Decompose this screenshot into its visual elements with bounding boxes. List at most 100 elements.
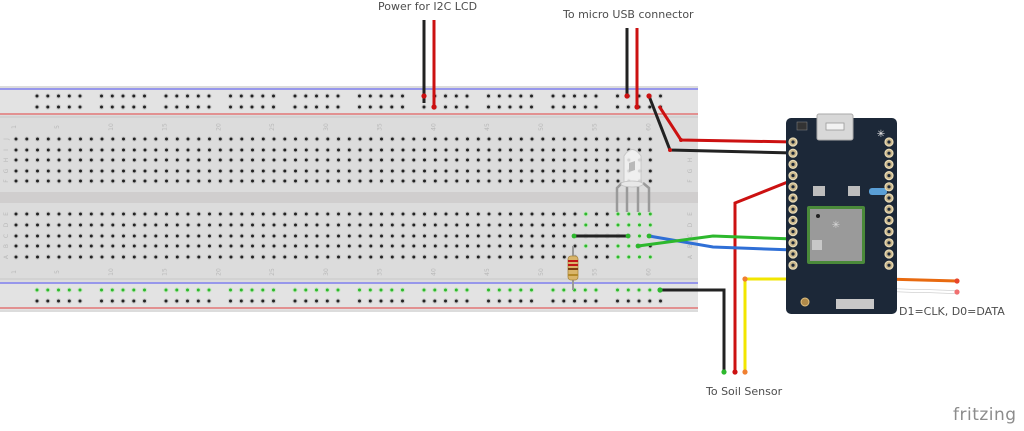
hole-center	[562, 299, 566, 303]
hole-center	[530, 94, 533, 98]
hole-center	[369, 223, 373, 227]
hole-center	[530, 234, 534, 238]
hole-center	[78, 299, 82, 303]
hole-center	[337, 234, 340, 238]
column-number: 60	[645, 268, 652, 276]
led-leg	[642, 182, 651, 212]
hole-center	[14, 158, 18, 162]
photon-board[interactable]: ✳ ✳	[786, 113, 897, 314]
hole-center	[315, 288, 318, 292]
hole-center	[390, 105, 394, 109]
hole-center	[111, 148, 115, 152]
hole-center	[78, 288, 82, 292]
row-letter: G	[3, 168, 10, 173]
hole-center	[433, 148, 437, 152]
hole-center	[122, 137, 125, 141]
hole-center	[111, 244, 115, 248]
hole-center	[208, 255, 211, 259]
hole-center	[368, 105, 372, 109]
hole-center	[132, 179, 136, 183]
hole-center	[143, 169, 147, 173]
row-letter: F	[3, 179, 10, 183]
hole-center	[218, 179, 222, 183]
hole-center	[294, 255, 297, 259]
column-number: 20	[215, 268, 222, 276]
hole-center	[218, 158, 222, 162]
hole-center	[100, 169, 104, 173]
hole-center	[573, 212, 577, 216]
hole-center	[111, 137, 115, 141]
hole-center	[616, 244, 620, 248]
hole-center	[121, 105, 125, 109]
hole-center	[68, 255, 72, 259]
hole-center	[165, 255, 168, 259]
hole-center	[283, 234, 287, 238]
hole-center	[111, 234, 115, 238]
center-channel	[0, 192, 698, 203]
hole-center	[132, 212, 136, 216]
hole-center	[121, 299, 125, 303]
hole-center	[584, 223, 588, 227]
wire-end	[954, 289, 960, 295]
hole-center	[294, 212, 297, 216]
hole-center	[57, 148, 61, 152]
hole-center	[422, 105, 426, 109]
hole-center	[369, 148, 373, 152]
hole-center	[186, 234, 190, 238]
hole-center	[638, 212, 641, 216]
wire-soil-gnd[interactable]	[660, 288, 726, 372]
hole-center	[401, 212, 405, 216]
wire-end	[954, 278, 960, 284]
hole-center	[67, 94, 71, 98]
hole-center	[294, 158, 297, 162]
hole-center	[218, 234, 222, 238]
hole-center	[358, 223, 362, 227]
hole-center	[530, 169, 534, 173]
hole-center	[552, 179, 555, 183]
column-number: 45	[484, 268, 491, 276]
hole-center	[240, 244, 244, 248]
hole-center	[110, 94, 114, 98]
hole-center	[25, 234, 29, 238]
hole-center	[638, 234, 641, 238]
hole-center	[423, 212, 426, 216]
wire-led-green[interactable]	[637, 234, 795, 248]
hole-center	[175, 105, 179, 109]
hole-center	[509, 158, 512, 162]
column-number: 15	[162, 268, 169, 276]
hole-center	[390, 148, 394, 152]
hole-center	[562, 244, 566, 248]
hole-center	[14, 179, 18, 183]
hole-center	[455, 255, 459, 259]
hole-center	[401, 94, 404, 98]
hole-center	[186, 255, 190, 259]
resistor[interactable]	[567, 246, 579, 290]
hole-center	[497, 94, 501, 98]
setup-button[interactable]	[813, 186, 825, 196]
photon-pin-hole	[791, 140, 795, 144]
hole-center	[466, 244, 469, 248]
hole-center	[304, 288, 308, 292]
reset-button[interactable]	[848, 186, 860, 196]
wire-end	[657, 287, 663, 293]
hole-center	[196, 105, 200, 109]
hole-center	[315, 105, 318, 109]
hole-center	[562, 234, 566, 238]
hole-center	[508, 288, 512, 292]
hole-center	[616, 148, 620, 152]
hole-center	[433, 234, 437, 238]
hole-center	[498, 169, 502, 173]
breadboard-holes	[13, 93, 664, 304]
rgb-led[interactable]	[615, 149, 651, 213]
hole-center	[369, 137, 373, 141]
wire-end	[421, 93, 427, 99]
hole-center	[519, 255, 523, 259]
wire-led-blue[interactable]	[648, 234, 795, 252]
hole-center	[423, 169, 426, 173]
hole-center	[444, 223, 448, 227]
hole-center	[100, 255, 104, 259]
wire-end	[431, 104, 437, 110]
hole-center	[347, 169, 351, 173]
hole-center	[164, 288, 168, 292]
